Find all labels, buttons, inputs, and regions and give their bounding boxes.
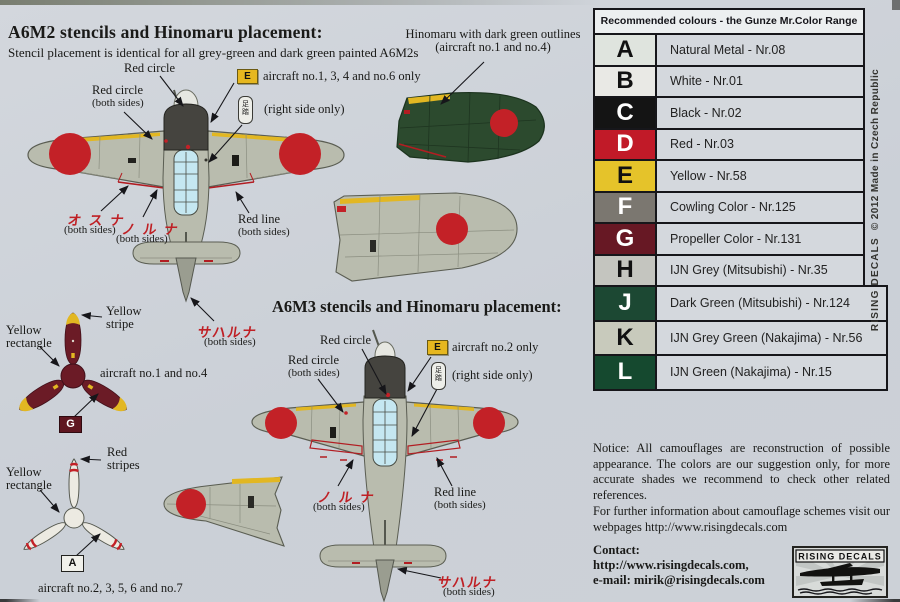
color-swatch-G: G — [595, 224, 657, 254]
contact-web: http://www.risingdecals.com, — [593, 557, 749, 572]
color-swatch-K: K — [595, 321, 657, 354]
color-label-H: IJN Grey (Mitsubishi) - Nr.35 — [670, 263, 828, 278]
color-label-E: Yellow - Nr.58 — [670, 168, 747, 183]
label-red-circle-top: Red circle — [124, 61, 176, 75]
color-row-A: A Natural Metal - Nr.08 — [593, 33, 865, 67]
color-label-J: Dark Green (Mitsubishi) - Nr.124 — [670, 296, 850, 311]
color-label-C: Black - Nr.02 — [670, 105, 742, 120]
label-prop-a-aircraft: aircraft no.2, 3, 5, 6 and no.7 — [38, 581, 183, 595]
color-swatch-A: A — [595, 35, 657, 65]
stencil-plate-icon: 足踏 — [431, 362, 446, 390]
logo-waves — [797, 588, 883, 595]
photo-edge-top — [0, 0, 600, 5]
label-both-sides: (both sides) — [443, 586, 495, 598]
color-row-G: G Propeller Color - Nr.131 — [593, 222, 865, 256]
color-row-B: B White - Nr.01 — [593, 64, 865, 98]
hinomaru-note-line2: (aircraft no.1 and no.4) — [435, 40, 551, 54]
color-swatch-C: C — [595, 98, 657, 128]
label-red-circle-top: Red circle — [320, 333, 372, 347]
label-red-line: Red line (both sides) — [434, 486, 486, 512]
color-row-H: H IJN Grey (Mitsubishi) - Nr.35 — [593, 253, 865, 287]
a6m2-top-view — [27, 89, 345, 303]
dark-green-wing — [396, 91, 545, 163]
color-label-G: Propeller Color - Nr.131 — [670, 231, 802, 246]
decal-e-badge: E — [237, 69, 258, 84]
decal-e-badge: E — [427, 340, 448, 355]
label-red-line: Red line (both sides) — [238, 213, 290, 239]
color-label-K: IJN Grey Green (Nakajima) - Nr.56 — [670, 330, 863, 345]
a6m2-title: A6M2 stencils and Hinomaru placement: — [8, 22, 323, 42]
contact-block: Contact: http://www.risingdecals.com, e-… — [593, 543, 765, 588]
decal-a-badge: A — [61, 555, 84, 572]
label-both-sides: (both sides) — [64, 224, 116, 236]
notice-paragraph: Notice: All camouflages are reconstructi… — [593, 441, 890, 502]
color-swatch-B: B — [595, 66, 657, 96]
color-swatch-J: J — [595, 287, 657, 320]
color-swatch-E: E — [595, 161, 657, 191]
label-red-line-text: Red line — [434, 485, 477, 499]
color-label-L: IJN Green (Nakajima) - Nr.15 — [670, 365, 832, 380]
grey-wing-fragment-left — [163, 476, 285, 547]
label-e-note: aircraft no.2 only — [452, 340, 539, 354]
a6m3-title: A6M3 stencils and Hinomaru placement: — [272, 297, 562, 316]
photo-edge-corner — [892, 0, 900, 10]
label-red-circle-side-text: Red circle — [288, 353, 340, 367]
label-both-sides: (both sides) — [238, 226, 290, 238]
label-prop-g-aircraft: aircraft no.1 and no.4 — [100, 366, 208, 380]
photo-edge-bottom — [0, 599, 900, 602]
grey-wing-fragment-right — [333, 192, 518, 282]
color-row-J: J Dark Green (Mitsubishi) - Nr.124 — [593, 285, 888, 322]
label-both-sides: (both sides) — [92, 97, 144, 109]
color-swatch-F: F — [595, 192, 657, 222]
label-red-circle-side: Red circle (both sides) — [288, 354, 340, 380]
label-both-sides: (both sides) — [204, 336, 256, 348]
rising-decals-logo: RISING DECALS — [792, 546, 888, 598]
color-row-D: D Red - Nr.03 — [593, 127, 865, 161]
hinomaru-note-line1: Hinomaru with dark green outlines — [405, 27, 581, 41]
further-info-paragraph: For further information about camouflage… — [593, 504, 890, 534]
decal-g-badge: G — [59, 416, 82, 433]
contact-email: e-mail: mirik@risingdecals.com — [593, 572, 765, 587]
label-yellow-stripe: Yellow stripe — [106, 304, 142, 331]
color-swatch-L: L — [595, 356, 657, 389]
label-both-sides: (both sides) — [288, 367, 340, 379]
label-both-sides: (both sides) — [434, 499, 486, 511]
color-row-F: F Cowling Color - Nr.125 — [593, 190, 865, 224]
label-red-circle-side-text: Red circle — [92, 83, 144, 97]
color-row-L: L IJN Green (Nakajima) - Nr.15 — [593, 354, 888, 391]
color-row-K: K IJN Grey Green (Nakajima) - Nr.56 — [593, 319, 888, 356]
stencil-plate-icon: 足踏 — [238, 96, 253, 124]
color-swatch-H: H — [595, 255, 657, 285]
label-yellow-rectangle: Yellow rectangle — [6, 465, 52, 492]
color-label-B: White - Nr.01 — [670, 74, 743, 89]
label-red-circle-side: Red circle (both sides) — [92, 84, 144, 110]
color-table-header: Recommended colours - the Gunze Mr.Color… — [593, 8, 865, 35]
label-both-sides: (both sides) — [313, 501, 365, 513]
side-imprint: RISING DECALS © 2012 Made in Czech Republ… — [870, 5, 884, 395]
color-row-C: C Black - Nr.02 — [593, 96, 865, 130]
contact-heading: Contact: — [593, 543, 640, 557]
color-label-F: Cowling Color - Nr.125 — [670, 200, 796, 215]
hinomaru-note: Hinomaru with dark green outlines (aircr… — [388, 28, 598, 54]
color-row-E: E Yellow - Nr.58 — [593, 159, 865, 193]
label-red-stripes: Red stripes — [107, 445, 140, 472]
floatplane-silhouette — [800, 563, 880, 586]
a6m2-subtitle: Stencil placement is identical for all g… — [8, 45, 419, 60]
color-label-D: Red - Nr.03 — [670, 137, 734, 152]
label-right-side-only: (right side only) — [264, 102, 345, 116]
color-swatch-D: D — [595, 129, 657, 159]
label-yellow-rectangle: Yellow rectangle — [6, 323, 52, 350]
color-table: Recommended colours - the Gunze Mr.Color… — [593, 8, 888, 391]
color-label-A: Natural Metal - Nr.08 — [670, 42, 786, 57]
label-both-sides: (both sides) — [116, 233, 168, 245]
logo-text: RISING DECALS — [798, 552, 882, 562]
side-imprint-rest: © 2012 Made in Czech Republic — [870, 68, 881, 231]
label-e-note: aircraft no.1, 3, 4 and no.6 only — [263, 69, 421, 83]
label-right-side-only: (right side only) — [452, 368, 533, 382]
side-imprint-brand: RISING DECALS — [870, 237, 881, 332]
label-red-line-text: Red line — [238, 212, 281, 226]
